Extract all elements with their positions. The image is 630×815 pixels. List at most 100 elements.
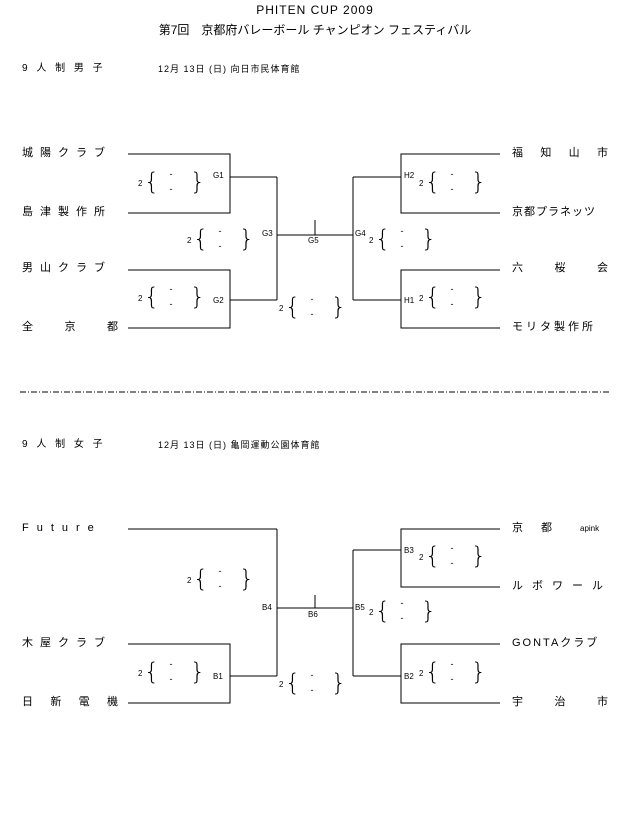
left-brace: { — [285, 293, 300, 321]
match-label-g5: G5 — [308, 236, 319, 245]
men-team-left-4-char: 京 — [64, 321, 76, 333]
left-brace: { — [375, 225, 390, 253]
women-team-left-3-char: 日 — [22, 696, 33, 708]
men-left-top-bracket — [128, 153, 231, 214]
match-label-h2: H2 — [404, 171, 415, 180]
score-placeholder: - — [451, 674, 454, 684]
set-count: 2 — [187, 236, 192, 245]
left-brace: { — [285, 669, 300, 697]
women-date-venue: 12月 13日 (日) 亀岡運動公園体育館 — [158, 440, 321, 450]
score-placeholder: - — [311, 309, 314, 319]
match-label-b2: B2 — [404, 672, 414, 681]
score-placeholder: - — [170, 659, 173, 669]
score-box: 2{} - - — [138, 658, 205, 686]
left-brace: { — [425, 542, 440, 570]
score-placeholder: - — [451, 543, 454, 553]
score-placeholder: - — [451, 659, 454, 669]
score-box: 2{}-- — [138, 168, 205, 196]
right-brace: } — [421, 225, 436, 253]
set-count: 2 — [419, 179, 424, 188]
women-team-right-1-sub: apink — [580, 524, 600, 533]
match-label-b1: B1 — [213, 672, 223, 681]
men-team-right-1: 福知山市 — [512, 148, 608, 159]
score-box: 2{}-- — [187, 225, 254, 253]
women-team-left-3-char: 電 — [78, 696, 90, 708]
left-brace: { — [144, 658, 159, 686]
score-placeholder: - — [311, 685, 314, 695]
score-placeholder: - — [401, 226, 404, 236]
men-team-right-3-char: 桜 — [554, 262, 566, 274]
score-placeholder: - — [451, 299, 454, 309]
men-left-bottom-bracket — [128, 269, 231, 329]
left-brace: { — [425, 168, 440, 196]
score-placeholder: - — [401, 613, 404, 623]
men-team-right-1-char: 知 — [540, 147, 552, 159]
right-brace: } — [331, 669, 346, 697]
men-team-left-2: 島津製作所 — [22, 206, 112, 218]
match-label-b6: B6 — [308, 610, 318, 619]
match-label-g1: G1 — [213, 171, 224, 180]
women-right-bottom-bracket — [400, 643, 500, 704]
page-title: PHITEN CUP 2009 — [256, 3, 374, 17]
right-brace: } — [190, 658, 205, 686]
left-brace: { — [425, 658, 440, 686]
women-team-right-2: ルボワール — [512, 580, 612, 592]
right-brace: } — [471, 542, 486, 570]
left-brace: { — [144, 168, 159, 196]
men-team-left-4-char: 都 — [107, 321, 118, 333]
score-placeholder: - — [401, 598, 404, 608]
women-team-right-4-char: 宇 — [512, 696, 523, 708]
left-brace: { — [425, 283, 440, 311]
right-brace: } — [190, 283, 205, 311]
men-team-left-1: 城陽クラブ — [22, 147, 112, 159]
match-label-g3: G3 — [262, 229, 273, 238]
score-box: 2{}-- — [138, 283, 205, 311]
page-subtitle: 第7回 京都府バレーボール チャンピオン フェスティバル — [158, 23, 472, 37]
score-placeholder: - — [311, 294, 314, 304]
left-brace: { — [375, 597, 390, 625]
women-team-left-3: 日新電機 — [22, 697, 118, 708]
match-label-g4: G4 — [355, 229, 366, 238]
score-placeholder: - — [451, 169, 454, 179]
men-team-right-1-char: 山 — [568, 147, 580, 159]
score-box: 2{} - - — [419, 168, 486, 196]
score-placeholder: - — [170, 299, 173, 309]
match-label-b4: B4 — [262, 603, 272, 612]
right-brace: } — [471, 658, 486, 686]
women-team-right-3: GONTAクラブ — [512, 637, 600, 649]
women-team-right-4: 宇治市 — [512, 697, 608, 708]
set-count: 2 — [369, 608, 374, 617]
men-team-left-4: 全京都 — [22, 322, 118, 333]
left-brace: { — [193, 565, 208, 593]
set-count: 2 — [138, 179, 143, 188]
right-brace: } — [421, 597, 436, 625]
match-label-h1: H1 — [404, 296, 415, 305]
score-placeholder: - — [451, 284, 454, 294]
set-count: 2 — [279, 680, 284, 689]
women-team-left-3-char: 機 — [106, 696, 118, 708]
women-left-bottom-bracket — [128, 643, 231, 704]
score-placeholder: - — [451, 184, 454, 194]
score-placeholder: - — [170, 674, 173, 684]
score-box: 2{}-- — [419, 283, 486, 311]
set-count: 2 — [187, 576, 192, 585]
set-count: 2 — [279, 304, 284, 313]
men-team-right-3-char: 会 — [597, 262, 608, 274]
right-brace: } — [239, 225, 254, 253]
score-placeholder: - — [219, 241, 222, 251]
men-team-right-2: 京都プラネッツ — [512, 206, 596, 218]
set-count: 2 — [419, 553, 424, 562]
score-boxes: 2{}--2{}--2{}--2{}--2{}--2{}--2{}--2{}--… — [138, 168, 486, 697]
score-placeholder: - — [451, 558, 454, 568]
men-right-bottom-bracket — [400, 269, 500, 329]
women-section-label: 9 人 制 女 子 — [22, 439, 106, 450]
men-team-left-3: 男山クラブ — [22, 262, 112, 274]
score-placeholder: - — [170, 184, 173, 194]
set-count: 2 — [138, 669, 143, 678]
score-placeholder: - — [219, 566, 222, 576]
right-brace: } — [471, 168, 486, 196]
left-brace: { — [193, 225, 208, 253]
score-placeholder: - — [311, 670, 314, 680]
